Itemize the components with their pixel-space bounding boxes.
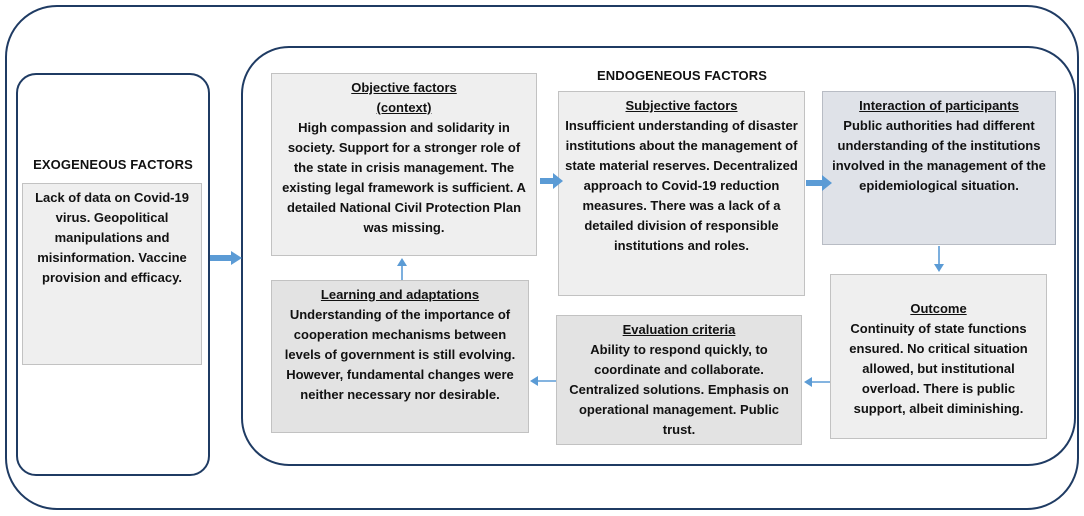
arrow-objective-to-subjective bbox=[540, 173, 563, 189]
arrowhead-outcome bbox=[934, 264, 944, 272]
arrow-subjective-to-interaction bbox=[806, 175, 832, 191]
interaction-title: Interaction of participants bbox=[859, 98, 1019, 113]
arrowhead-objective bbox=[397, 258, 407, 266]
arrow-exogenous-to-endogenous bbox=[210, 251, 242, 265]
objective-factors-box: Objective factors (context) High compass… bbox=[271, 73, 537, 256]
learning-body: Understanding of the importance of coope… bbox=[284, 307, 516, 402]
outer-frame bbox=[5, 5, 1079, 510]
endogenous-heading: ENDOGENEOUS FACTORS bbox=[597, 68, 767, 83]
evaluation-box: Evaluation criteria Ability to respond q… bbox=[556, 315, 802, 445]
exogenous-box: Lack of data on Covid-19 virus. Geopolit… bbox=[22, 183, 202, 365]
interaction-body: Public authorities had different underst… bbox=[832, 118, 1046, 193]
interaction-box: Interaction of participants Public autho… bbox=[822, 91, 1056, 245]
exogenous-heading: EXOGENEOUS FACTORS bbox=[33, 157, 193, 172]
subjective-body: Insufficient understanding of disaster i… bbox=[565, 118, 798, 253]
outcome-title: Outcome bbox=[910, 301, 967, 316]
learning-box: Learning and adaptations Understanding o… bbox=[271, 280, 529, 433]
exogenous-container bbox=[16, 73, 210, 476]
exogenous-body: Lack of data on Covid-19 virus. Geopolit… bbox=[35, 190, 189, 285]
objective-title-line2: (context) bbox=[376, 100, 432, 115]
arrowhead-learning bbox=[530, 376, 538, 386]
arrowhead-evaluation bbox=[804, 377, 812, 387]
endogenous-container bbox=[241, 46, 1076, 466]
outcome-body: Continuity of state functions ensured. N… bbox=[849, 321, 1028, 416]
objective-body: High compassion and solidarity in societ… bbox=[282, 120, 526, 235]
outcome-box: Outcome Continuity of state functions en… bbox=[830, 274, 1047, 439]
evaluation-body: Ability to respond quickly, to coordinat… bbox=[569, 342, 789, 437]
learning-title: Learning and adaptations bbox=[320, 287, 480, 302]
subjective-factors-box: Subjective factors Insufficient understa… bbox=[558, 91, 805, 296]
objective-title-line1: Objective factors bbox=[351, 80, 457, 95]
subjective-title: Subjective factors bbox=[625, 98, 738, 113]
evaluation-title: Evaluation criteria bbox=[622, 322, 736, 337]
